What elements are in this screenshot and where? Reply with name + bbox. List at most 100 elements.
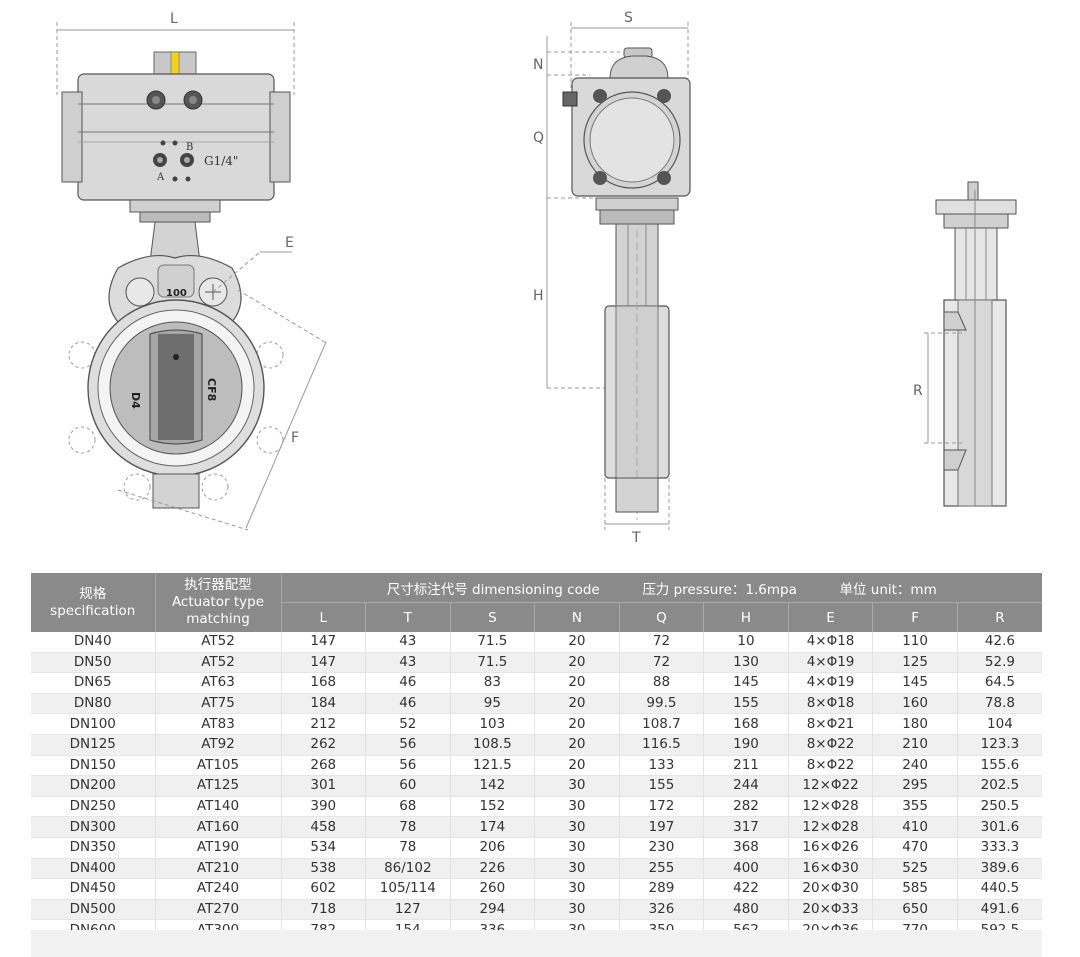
table-cell: 491.6 — [957, 899, 1042, 920]
table-cell: 389.6 — [957, 858, 1042, 879]
table-cell: 440.5 — [957, 878, 1042, 900]
table-cell: 180 — [872, 713, 958, 735]
header-actuator: 执行器配型 Actuator type matching — [155, 573, 282, 632]
dim-label-s: S — [624, 10, 633, 26]
table-cell: 142 — [450, 775, 536, 797]
table-cell: 184 — [281, 693, 367, 714]
table-cell: 525 — [872, 858, 958, 879]
table-cell: 160 — [872, 693, 958, 714]
table-cell: 125 — [872, 652, 958, 673]
table-cell: DN80 — [31, 693, 156, 714]
table-cell: 95 — [450, 693, 536, 714]
table-cell: 99.5 — [619, 693, 705, 714]
table-cell: 226 — [450, 858, 536, 879]
header-actuator-en: Actuator type matching — [171, 594, 265, 627]
table-cell: 172 — [619, 796, 705, 817]
table-cell: 60 — [365, 775, 451, 797]
table-cell: 333.3 — [957, 837, 1042, 859]
table-cell: 20 — [534, 755, 620, 776]
header-specification: 规格 specification — [31, 573, 156, 632]
table-cell: AT270 — [155, 899, 282, 920]
table-cell: DN150 — [31, 755, 156, 776]
table-cell: 78.8 — [957, 693, 1042, 714]
dimension-table: 规格 specification 执行器配型 Actuator type mat… — [31, 573, 1042, 941]
table-cell: AT83 — [155, 713, 282, 735]
table-cell: 147 — [281, 652, 367, 673]
table-cell: 260 — [450, 878, 536, 900]
table-cell: 86/102 — [365, 858, 451, 879]
table-cell: 8×Φ22 — [788, 755, 874, 776]
table-cell: 20 — [534, 713, 620, 735]
footer-bar — [31, 930, 1042, 957]
table-cell: 30 — [534, 899, 620, 920]
table-cell: 650 — [872, 899, 958, 920]
table-cell: AT75 — [155, 693, 282, 714]
table-cell: DN200 — [31, 775, 156, 797]
dim-label-t: T — [631, 530, 641, 546]
table-cell: 78 — [365, 816, 451, 838]
table-cell: 301 — [281, 775, 367, 797]
table-cell: 8×Φ18 — [788, 693, 874, 714]
table-cell: 130 — [703, 652, 789, 673]
table-cell: AT125 — [155, 775, 282, 797]
header-spec-cn: 规格 — [79, 585, 107, 602]
column-header-e: E — [788, 602, 874, 632]
table-cell: 4×Φ19 — [788, 672, 874, 694]
column-header-l: L — [281, 602, 367, 632]
table-cell: 71.5 — [450, 652, 536, 673]
table-cell: 718 — [281, 899, 367, 920]
table-cell: AT105 — [155, 755, 282, 776]
header-unit: 单位 unit：mm — [839, 581, 937, 598]
port-b-label: B — [186, 142, 193, 153]
table-cell: 147 — [281, 632, 367, 653]
header-pressure: 压力 pressure：1.6mpa — [642, 581, 797, 598]
table-cell: 155 — [703, 693, 789, 714]
table-cell: 210 — [872, 734, 958, 756]
dim-label-r: R — [913, 383, 923, 399]
port-a-label: A — [156, 172, 165, 183]
table-cell: AT190 — [155, 837, 282, 859]
table-cell: 212 — [281, 713, 367, 735]
table-cell: 8×Φ22 — [788, 734, 874, 756]
table-cell: 46 — [365, 672, 451, 694]
table-cell: 30 — [534, 775, 620, 797]
table-cell: 268 — [281, 755, 367, 776]
table-cell: 30 — [534, 796, 620, 817]
table-cell: 10 — [703, 632, 789, 653]
table-cell: 410 — [872, 816, 958, 838]
table-cell: 602 — [281, 878, 367, 900]
table-cell: 105/114 — [365, 878, 451, 900]
table-cell: 78 — [365, 837, 451, 859]
table-cell: 43 — [365, 632, 451, 653]
table-cell: 108.5 — [450, 734, 536, 756]
front-view: L A B G1/4" — [56, 11, 329, 531]
table-cell: 42.6 — [957, 632, 1042, 653]
table-cell: 68 — [365, 796, 451, 817]
dim-label-l: L — [170, 11, 178, 27]
table-cell: 145 — [703, 672, 789, 694]
size-marking: 100 — [166, 288, 187, 299]
table-cell: DN50 — [31, 652, 156, 673]
section-view: R — [913, 181, 1017, 507]
table-cell: 12×Φ28 — [788, 816, 874, 838]
table-cell: DN500 — [31, 899, 156, 920]
table-cell: 230 — [619, 837, 705, 859]
table-cell: 250.5 — [957, 796, 1042, 817]
header-actuator-cn: 执行器配型 — [184, 577, 252, 593]
table-cell: 16×Φ30 — [788, 858, 874, 879]
table-cell: DN350 — [31, 837, 156, 859]
table-cell: 43 — [365, 652, 451, 673]
table-cell: 110 — [872, 632, 958, 653]
table-cell: 168 — [281, 672, 367, 694]
dim-label-h: H — [533, 288, 544, 304]
table-cell: 202.5 — [957, 775, 1042, 797]
table-cell: 56 — [365, 755, 451, 776]
